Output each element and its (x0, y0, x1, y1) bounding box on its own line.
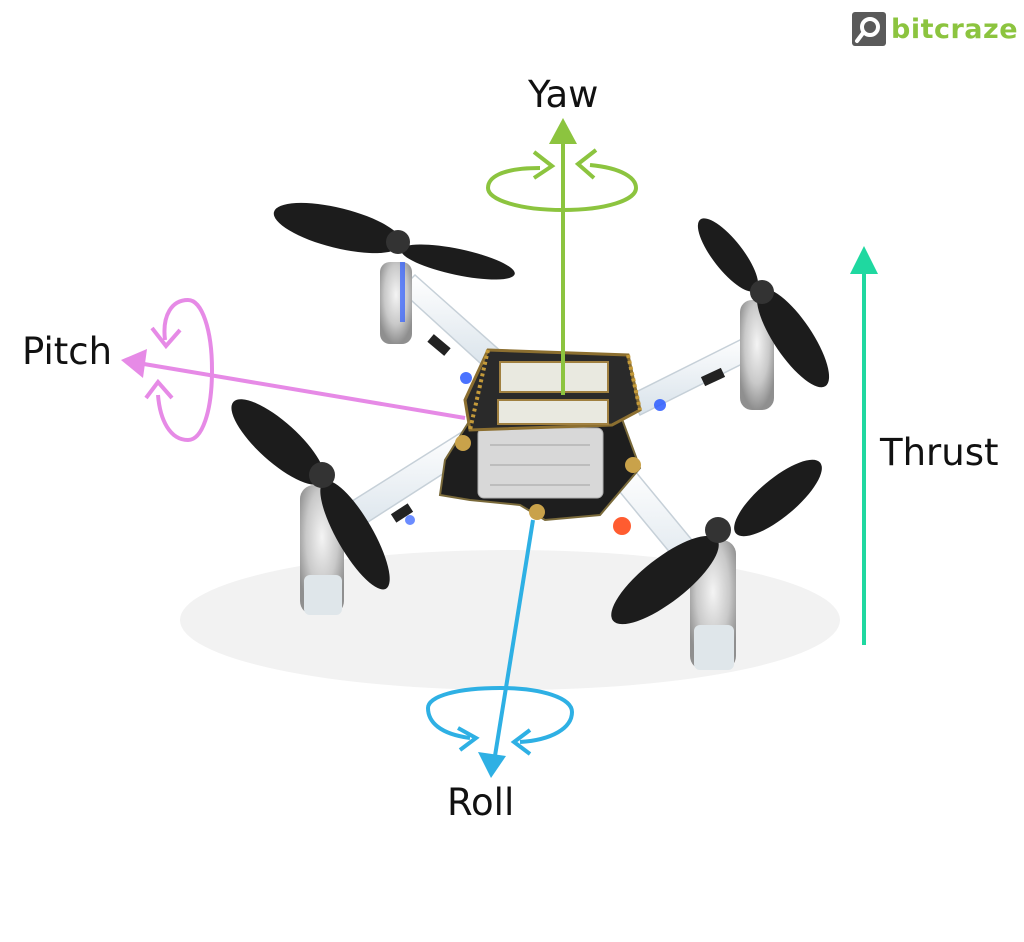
yaw-rotation-arrowhead-left (532, 150, 556, 180)
pitch-rotation-arrowhead-top (150, 326, 182, 350)
yaw-arrowhead (549, 118, 577, 144)
propeller-front-right (611, 459, 822, 625)
drone-battery (477, 427, 604, 499)
motor-back-left (380, 262, 412, 344)
drone-expansion-board (463, 348, 642, 432)
brand-logo: bitcraze (852, 12, 1018, 46)
pitch-axis-line (137, 361, 466, 420)
propeller-back-left (273, 202, 515, 280)
roll-rotation-arrow (425, 685, 575, 744)
yaw-rotation-arrow (485, 163, 639, 213)
pitch-rotation-arrowhead-bottom (144, 378, 174, 400)
roll-label: Roll (447, 781, 515, 824)
arm-label-3 (390, 503, 414, 523)
led-red-front (613, 517, 631, 535)
led-blue-left (460, 372, 472, 384)
yaw-rotation-arrowhead-right (574, 148, 598, 180)
brand-name: bitcraze (891, 13, 1019, 45)
led-blue-right (654, 399, 666, 411)
mount-hole-left (455, 435, 471, 451)
arm-label-2 (700, 367, 726, 387)
led-blue-front-left (405, 515, 415, 525)
thrust-arrowhead (850, 246, 878, 274)
arm-label-1 (427, 334, 451, 356)
bitcraze-logo-icon (852, 12, 886, 46)
drone-propellers (231, 202, 830, 625)
thrust-label: Thrust (880, 431, 999, 474)
mount-hole-front (529, 504, 545, 520)
mount-hole-right (625, 457, 641, 473)
roll-rotation-arrowhead-left (457, 726, 480, 752)
pitch-arrowhead (121, 349, 147, 378)
propeller-back-right (697, 218, 830, 388)
roll-axis (425, 519, 575, 778)
yaw-label: Yaw (528, 73, 599, 116)
yaw-axis (485, 118, 639, 395)
thrust-axis (850, 246, 878, 645)
pitch-label: Pitch (22, 330, 113, 373)
pitch-rotation-arrow (156, 297, 215, 443)
roll-rotation-arrowhead-right (510, 728, 532, 756)
propeller-front-left (231, 399, 390, 590)
pitch-axis (121, 297, 466, 443)
roll-axis-line (492, 519, 535, 763)
roll-arrowhead (478, 752, 506, 778)
drone-illustration (180, 202, 840, 690)
